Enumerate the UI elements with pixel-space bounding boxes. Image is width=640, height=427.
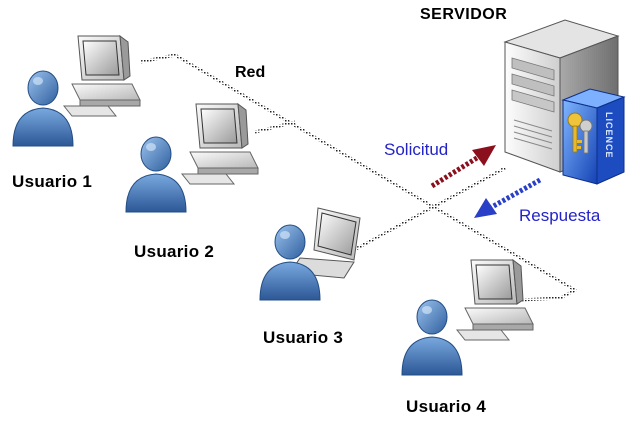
- keys-icon: [567, 112, 593, 154]
- licence-box-icon: [561, 88, 626, 185]
- user-2-label: Usuario 2: [134, 242, 215, 261]
- network-cables: [139, 53, 579, 302]
- desktop-computer-icon: [456, 259, 534, 341]
- desktop-computer-icon: [181, 103, 259, 185]
- user-4-workstation: [401, 259, 534, 376]
- user-1-workstation: [12, 35, 141, 147]
- desktop-computer-icon: [63, 35, 141, 117]
- request-label: Solicitud: [384, 140, 449, 159]
- user-4-label: Usuario 4: [406, 397, 487, 416]
- request-arrow: [430, 145, 496, 189]
- licence-badge-text: LICENCE: [604, 112, 614, 159]
- user-3-label: Usuario 3: [263, 328, 344, 347]
- person-icon: [401, 299, 463, 376]
- user-2-workstation: [125, 103, 259, 213]
- user-3-workstation: [259, 207, 361, 301]
- person-icon: [12, 70, 74, 147]
- network-label: Red: [235, 64, 266, 81]
- laptop-icon: [289, 207, 361, 279]
- person-icon: [125, 136, 187, 213]
- user-1-label: Usuario 1: [12, 172, 93, 191]
- response-label: Respuesta: [519, 206, 601, 225]
- server-label: SERVIDOR: [420, 6, 508, 23]
- response-arrow: [474, 177, 542, 218]
